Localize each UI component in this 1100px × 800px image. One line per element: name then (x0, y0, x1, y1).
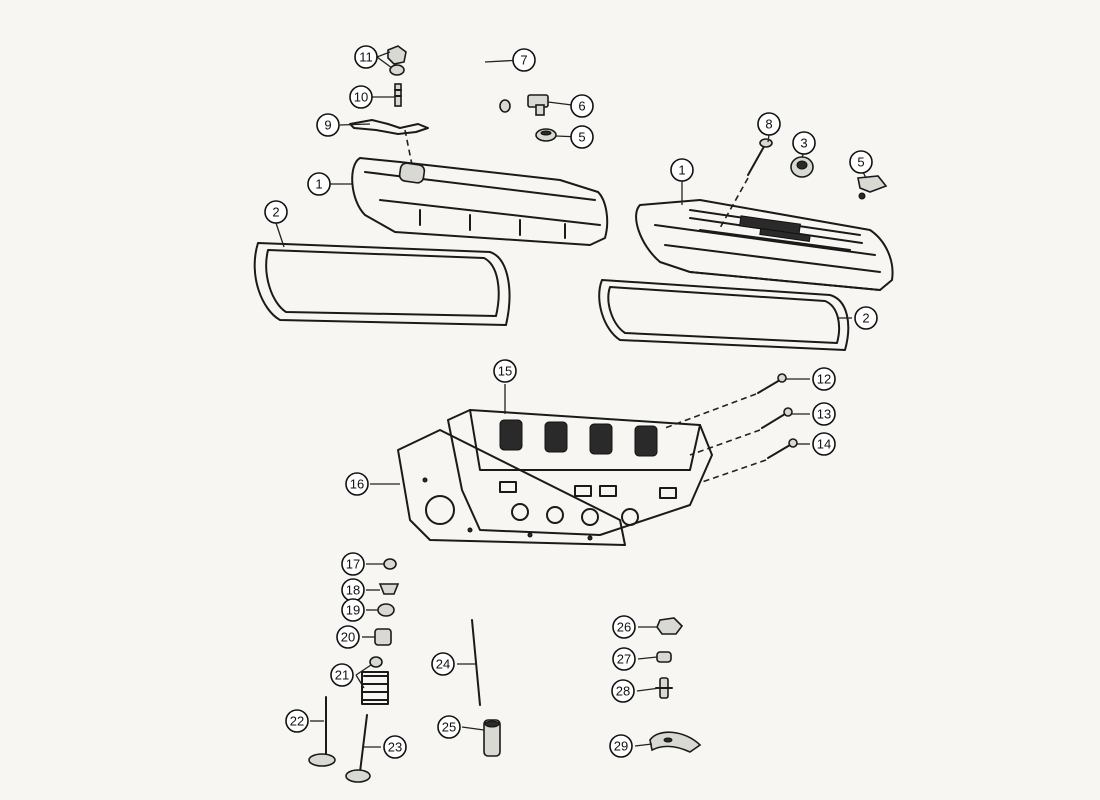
part-2-gasket-right (598, 279, 850, 351)
callout-13: 13 (812, 402, 836, 426)
callout-label-7: 7 (520, 53, 527, 68)
part-5-clip-right (857, 175, 888, 200)
callout-label-15: 15 (498, 364, 512, 379)
callout-11: 11 (354, 45, 378, 69)
callout-label-11: 11 (359, 50, 373, 65)
callout-18: 18 (341, 578, 365, 602)
part-21-spring (361, 656, 389, 705)
callout-label-5b: 5 (857, 155, 864, 170)
callout-label-5a: 5 (578, 130, 585, 145)
callout-label-26: 26 (617, 620, 631, 635)
part-8-bolt (747, 138, 773, 176)
callout-7: 7 (512, 48, 536, 72)
callout-label-8: 8 (765, 117, 772, 132)
callout-label-29: 29 (614, 739, 628, 754)
part-23-valve (345, 714, 371, 783)
part-9-baffle (349, 119, 429, 135)
callout-label-16: 16 (350, 477, 364, 492)
callout-label-2a: 2 (272, 205, 279, 220)
part-7-hose (448, 51, 511, 113)
assembly-dash-line (701, 459, 767, 483)
assembly-dash-line (404, 129, 413, 166)
callout-25: 25 (437, 715, 461, 739)
part-25-lifter (483, 719, 501, 757)
part-20-cap (374, 628, 392, 646)
callout-label-28: 28 (616, 684, 630, 699)
part-17-keeper (383, 558, 397, 570)
part-29-rocker-arm (649, 731, 702, 753)
leader-lines (275, 51, 867, 748)
callout-21: 21 (330, 663, 354, 687)
callout-8: 8 (757, 112, 781, 136)
callout-5a: 5 (570, 125, 594, 149)
callout-24: 24 (431, 652, 455, 676)
part-1-rocker-cover-right (635, 199, 894, 291)
callout-28: 28 (611, 679, 635, 703)
callout-label-1a: 1 (315, 177, 322, 192)
callout-16: 16 (345, 472, 369, 496)
part-24-pushrod (471, 619, 481, 706)
callout-label-22: 22 (290, 714, 304, 729)
callout-label-6: 6 (578, 99, 585, 114)
callout-label-10: 10 (354, 90, 368, 105)
callout-20: 20 (336, 625, 360, 649)
callout-label-1b: 1 (678, 163, 685, 178)
callout-label-2b: 2 (862, 311, 869, 326)
part-14-head-bolt (767, 438, 798, 459)
callout-label-9: 9 (324, 118, 331, 133)
callout-label-24: 24 (436, 657, 450, 672)
callout-2a: 2 (264, 200, 288, 224)
callout-label-3: 3 (800, 136, 807, 151)
assembly-dash-line (689, 429, 761, 456)
callout-label-17: 17 (346, 557, 360, 572)
callout-3: 3 (792, 131, 816, 155)
callout-label-19: 19 (346, 603, 360, 618)
callout-label-27: 27 (617, 652, 631, 667)
callout-23: 23 (383, 735, 407, 759)
callout-label-21: 21 (335, 668, 349, 683)
callout-19: 19 (341, 598, 365, 622)
assembly-dash-line (664, 393, 757, 429)
callout-group: 11 10 9 7 6 5 1 2 8 3 5 1 2 15 12 13 14 … (264, 45, 878, 759)
callout-1a: 1 (307, 172, 331, 196)
part-16-head-gasket (397, 429, 626, 546)
part-2-gasket-left (253, 242, 511, 326)
callout-10: 10 (349, 85, 373, 109)
part-3-cap (790, 156, 814, 178)
part-10-stud (394, 83, 402, 107)
callout-label-13: 13 (817, 407, 831, 422)
callout-5b: 5 (849, 150, 873, 174)
part-12-head-bolt (757, 373, 787, 394)
callout-12: 12 (812, 367, 836, 391)
part-13-head-bolt (761, 407, 793, 429)
part-27-ball (656, 651, 672, 663)
callout-6: 6 (570, 94, 594, 118)
part-18-retainer (378, 583, 400, 595)
callout-2b: 2 (854, 306, 878, 330)
callout-27: 27 (612, 647, 636, 671)
part-6-valve (527, 94, 549, 116)
callout-1b: 1 (670, 158, 694, 182)
part-22-valve (308, 696, 336, 767)
callout-14: 14 (812, 432, 836, 456)
callout-label-12: 12 (817, 372, 831, 387)
part-1-rocker-cover-left (351, 157, 609, 246)
callout-17: 17 (341, 552, 365, 576)
callout-22: 22 (285, 709, 309, 733)
callout-label-23: 23 (388, 740, 402, 755)
callout-9: 9 (316, 113, 340, 137)
part-15-cylinder-head (447, 409, 713, 536)
callout-15: 15 (493, 359, 517, 383)
callout-label-14: 14 (817, 437, 831, 452)
callout-label-25: 25 (442, 720, 456, 735)
callout-label-20: 20 (341, 630, 355, 645)
callout-26: 26 (612, 615, 636, 639)
part-19-seal (377, 603, 395, 617)
part-5-grommet-left (535, 128, 557, 142)
part-11-nut (387, 45, 407, 76)
callout-29: 29 (609, 734, 633, 758)
callout-label-18: 18 (346, 583, 360, 598)
part-26-nut (656, 617, 684, 635)
